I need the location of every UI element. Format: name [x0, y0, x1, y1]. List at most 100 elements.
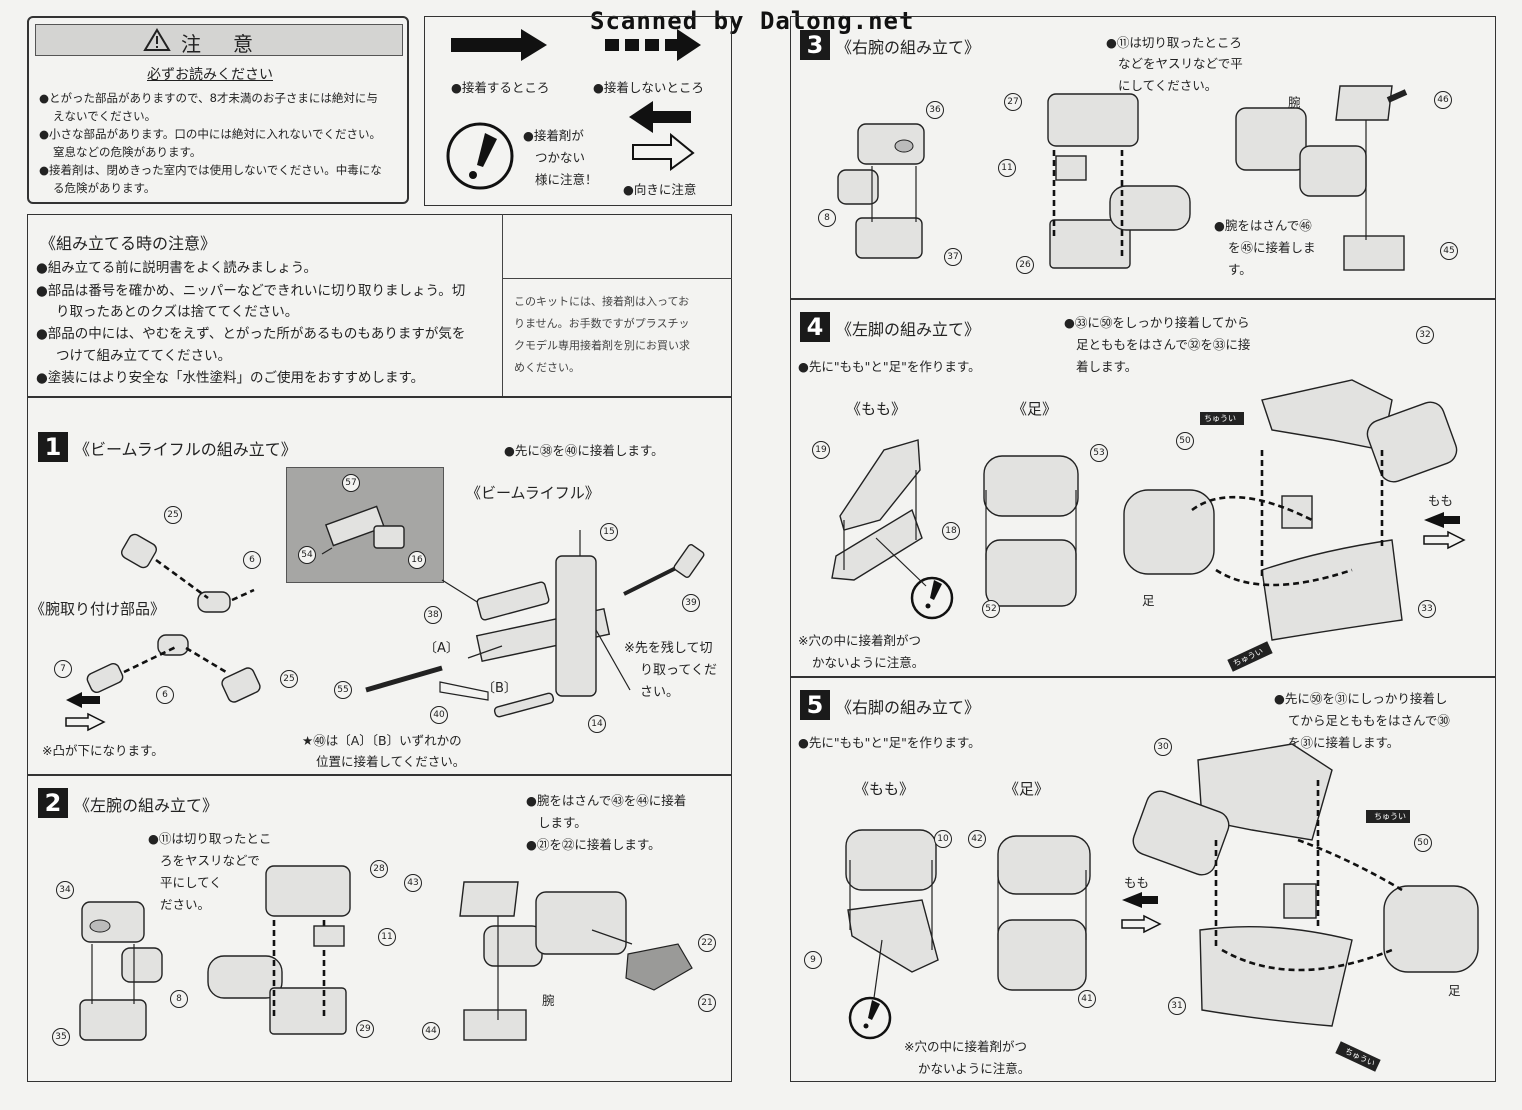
- caution-line: 窒息などの危険があります。: [53, 145, 202, 159]
- part-number: 18: [942, 522, 960, 540]
- part-number: 25: [164, 506, 182, 524]
- ashi-label: 《足》: [1004, 780, 1050, 798]
- momo-callout: もも: [1124, 875, 1150, 890]
- step-note: ●腕をはさんで㊸を㊹に接着: [526, 793, 687, 808]
- legend-box: ●接着するところ ●接着しないところ ●接着剤が つかない 様に注意！ ●向きに…: [424, 16, 732, 206]
- step-pre: ●先に"もも"と"足"を作ります。: [798, 735, 981, 750]
- right-main-box: [790, 16, 1496, 1082]
- part-number: 32: [1416, 326, 1434, 344]
- step3-diagram: [837, 85, 1408, 271]
- part-number: 15: [600, 523, 618, 541]
- caution-line: ●とがった部品がありますので、8才未満のお子さまには絶対に与: [39, 91, 378, 105]
- step-number: 5: [800, 690, 830, 720]
- ashi-label: 《足》: [1012, 400, 1058, 418]
- step5-diagram: [845, 743, 1479, 1040]
- part-number: 33: [1418, 600, 1436, 618]
- step-note: などをヤスリなどで平: [1118, 56, 1243, 71]
- part-number: 43: [404, 874, 422, 892]
- caution-line: る危険があります。: [53, 181, 156, 195]
- assembly-note: ●部品は番号を確かめ、ニッパーなどできれいに切り取りましょう。切: [36, 283, 466, 299]
- step-title: 《ビームライフルの組み立て》: [74, 440, 297, 459]
- part-number: 7: [54, 660, 72, 678]
- caution-line: ●小さな部品があります。口の中には絶対に入れないでください。: [39, 127, 382, 141]
- part-number: 9: [804, 951, 822, 969]
- step-note: にしてください。: [1118, 78, 1218, 93]
- assembly-note: ●塗装にはより安全な「水性塗料」のご使用をおすすめします。: [36, 370, 425, 386]
- glue-not-included-note: このキットには、接着剤は入ってお: [514, 295, 690, 308]
- part-number: 21: [698, 994, 716, 1012]
- part-number: 42: [968, 830, 986, 848]
- part-number: 29: [356, 1020, 374, 1038]
- hole-note: ※穴の中に接着剤がつ: [904, 1039, 1027, 1054]
- step-note: ●⑪は切り取ったとこ: [148, 831, 272, 846]
- divider: [790, 298, 1496, 300]
- caution-header: [35, 24, 403, 56]
- step-pre: ●先に"もも"と"足"を作ります。: [798, 359, 981, 374]
- step-number: 2: [38, 788, 68, 818]
- divider: [27, 396, 732, 398]
- label-b: 〔B〕: [482, 681, 517, 696]
- legend-noglue: ●接着しないところ: [593, 80, 704, 95]
- chuui-tag: ちゅうい: [1366, 810, 1410, 823]
- step-number: 4: [800, 312, 830, 342]
- warning-triangle-icon: [143, 28, 171, 51]
- step-number: 1: [38, 432, 68, 462]
- watermark: Scanned by Dalong.net: [590, 7, 915, 35]
- part-number: 30: [1154, 738, 1172, 756]
- divider: [27, 774, 732, 776]
- ashi-callout: 足: [1448, 983, 1461, 998]
- chuui-tag: ちゅうい: [1200, 412, 1244, 425]
- legend-warn-3: 様に注意！: [535, 172, 598, 187]
- part-number: 39: [682, 594, 700, 612]
- caution-line: えないでください。: [53, 109, 157, 123]
- cut-note: さい。: [640, 685, 680, 700]
- step-title: 《左腕の組み立て》: [74, 796, 219, 815]
- part-number: 37: [944, 248, 962, 266]
- part-number: 52: [982, 600, 1000, 618]
- glue-warning-icon: [446, 122, 514, 190]
- step-note: ●㉝に㊿をしっかり接着してから: [1064, 315, 1250, 330]
- step-note: ●先に㊳を㊵に接着します。: [504, 443, 664, 458]
- part-number: 11: [998, 159, 1016, 177]
- part-number: 40: [430, 706, 448, 724]
- assembly-note: り取ったあとのクズは捨ててください。: [56, 304, 299, 320]
- step-note: ろをヤスリなどで: [160, 853, 260, 868]
- arm-label: 腕: [542, 993, 555, 1008]
- caution-subtitle: 必ずお読みください: [147, 67, 273, 83]
- glue-arrow-icon: [451, 29, 547, 61]
- assembly-note: ●部品の中には、やむをえず、とがった所があるものもありますが気を: [36, 326, 466, 342]
- step-note: を㉛に接着します。: [1288, 735, 1400, 750]
- legend-glue: ●接着するところ: [451, 80, 550, 95]
- assembly-note: つけて組み立ててください。: [56, 348, 232, 364]
- part-number: 50: [1176, 432, 1194, 450]
- step-note: 足とももをはさんで㉜を㉝に接: [1076, 337, 1251, 352]
- part-number: 34: [56, 881, 74, 899]
- step-note: ●先に㊿を㉛にしっかり接着し: [1274, 691, 1448, 706]
- part-number: 41: [1078, 990, 1096, 1008]
- part-number: 28: [370, 860, 388, 878]
- part-number: 16: [408, 551, 426, 569]
- part-number: 35: [52, 1028, 70, 1046]
- step-note: ●㉑を㉒に接着します。: [526, 837, 661, 852]
- glue-not-included-note: クモデル専用接着剤を別にお買い求: [514, 339, 690, 352]
- part-number: 6: [243, 551, 261, 569]
- caution-line: ●接着剤は、閉めきった室内では使用しないでください。中毒にな: [39, 163, 382, 177]
- cut-note: り取ってくだ: [640, 663, 717, 678]
- step-title: 《左脚の組み立て》: [836, 320, 981, 339]
- part-number: 6: [156, 686, 174, 704]
- legend-direction: ●向きに注意: [623, 182, 697, 197]
- bump-note: ※凸が下になります。: [42, 743, 164, 758]
- label-a: 〔A〕: [424, 641, 459, 656]
- part-number: 14: [588, 715, 606, 733]
- step-note: します。: [538, 815, 587, 830]
- momo-callout: もも: [1428, 493, 1454, 508]
- assembly-notes-title: 《組み立てる時の注意》: [40, 234, 217, 253]
- step-number: 3: [800, 30, 830, 60]
- left-main-box: [27, 214, 732, 1082]
- glue-not-included-note: りません。お手数ですがプラスチッ: [514, 317, 690, 330]
- part-number: 50: [1414, 834, 1432, 852]
- part-number: 44: [422, 1022, 440, 1040]
- part-number: 11: [378, 928, 396, 946]
- step-note: ●⑪は切り取ったところ: [1106, 35, 1242, 50]
- step-title: 《右脚の組み立て》: [836, 698, 981, 717]
